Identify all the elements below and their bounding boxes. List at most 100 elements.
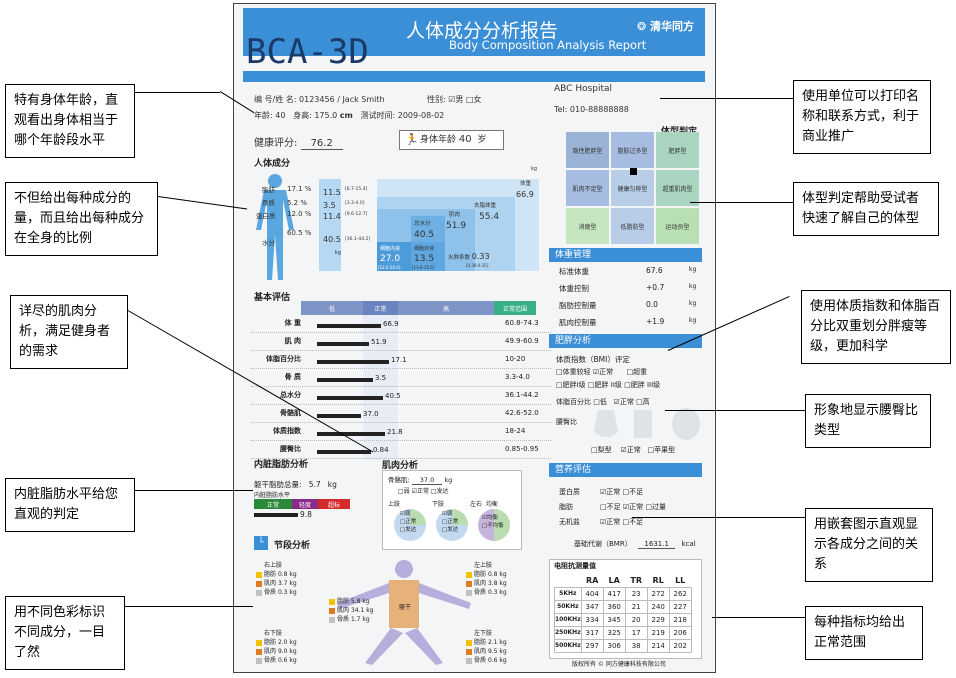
comp-pct-fat: 17.1 %: [287, 185, 312, 193]
bmi-opts-row2: □肥胖I级 □肥胖 II级 □肥胖 III级: [556, 381, 661, 389]
body-type-cell: 脂肪过多型: [611, 132, 654, 168]
whr-opts: □梨型 ☑正常 □苹果型: [591, 446, 676, 454]
imp-freq: 50KHz: [554, 599, 582, 614]
basic-eval-title: 基本评估: [254, 293, 291, 303]
muscle-bone: 骨骼肌: 37.0 kg: [388, 476, 453, 485]
nest-lean-value: 55.4: [479, 212, 500, 222]
age-row: 年龄: 40 身高: 175.0 cm 测试时间: 2009-08-02: [254, 111, 445, 120]
segment-rl-line: 骨质 0.6 kg: [256, 655, 297, 664]
impedance-title: 电阻抗测量值: [554, 562, 596, 570]
segment-ru-line: 骨质 0.3 kg: [256, 587, 297, 596]
report-sheet: 人体成分分析报告 Body Composition Analysis Repor…: [233, 3, 716, 673]
segment-tr-line: 骨质 1.7 kg: [329, 614, 370, 623]
leader-line: [690, 202, 793, 203]
comp-val-bone: 3.5: [323, 201, 336, 210]
report-header: [243, 8, 705, 56]
legend-swatch: [256, 589, 262, 596]
eval-row-label: 总水分: [280, 391, 301, 399]
imp-cell: 317: [580, 625, 604, 640]
legend-swatch: [256, 657, 262, 664]
hospital-tel: Tel: 010-88888888: [554, 105, 629, 114]
imp-cell: 20: [624, 612, 648, 627]
body-type-cell: 消瘦型: [566, 208, 609, 244]
imp-cell: 229: [646, 612, 670, 627]
visceral-scale-mild: 轻度: [292, 499, 318, 509]
eval-row-label: 骨 质: [284, 373, 301, 381]
comp-label-protein: 蛋白质: [256, 212, 276, 220]
eval-row-value: 66.9: [383, 320, 399, 328]
nest-water-label: 总水分: [414, 221, 431, 227]
id-name-value: 0123456 / Jack Smith: [299, 95, 385, 104]
nest-icf-value: 27.0: [380, 254, 401, 264]
imp-cell: 325: [602, 625, 626, 640]
imp-cell: 297: [580, 638, 604, 653]
eval-row-bar: [317, 324, 381, 328]
segment-ru-title: 右上肢: [264, 562, 283, 569]
eval-row-value: 21.8: [387, 428, 403, 436]
imp-cell: 202: [668, 638, 692, 653]
body-age-box: 🏃 身体年龄 40 岁: [399, 130, 504, 150]
muscle-pies: [394, 509, 510, 541]
eval-row-range: 0.85-0.95: [505, 445, 539, 453]
visceral-level-bar: [254, 513, 298, 517]
segment-rl-line: 肌肉 9.0 kg: [256, 646, 297, 655]
pie1-legend: ☑弱□正常□发达: [400, 511, 417, 533]
eval-row-bar: [317, 432, 385, 436]
callout-muscle: 详尽的肌肉分析，满足健身者的需求: [10, 295, 128, 369]
nest-muscle-label: 肌肉: [449, 212, 461, 218]
muscle-lower-label: 下肢: [432, 501, 445, 508]
comp-kg: kg: [335, 250, 342, 256]
legend-swatch: [256, 571, 262, 578]
segment-tr-line: 脂肪 5.8 kg: [329, 596, 370, 605]
leader-line: [665, 410, 805, 411]
visceral-level-value: 9.8: [300, 510, 312, 519]
imp-cell: 227: [668, 599, 692, 614]
nutrition-row-label: 脂肪: [559, 503, 573, 511]
legend-swatch: [256, 580, 262, 587]
eval-row-value: 51.9: [371, 338, 387, 346]
imp-freq: 250KHz: [554, 625, 582, 640]
eval-row-range: 10-20: [505, 355, 526, 363]
imp-cell: 334: [580, 612, 604, 627]
legend-swatch: [329, 598, 335, 605]
callout-hospital: 使用单位可以打印名称和联系方式，利于商业推广: [793, 80, 931, 154]
eval-row-bar: [317, 360, 389, 364]
nutrition-row-opts: □不足 ☑正常 □过量: [600, 503, 666, 511]
eval-header-low: 低: [301, 301, 363, 315]
body-type-cell: 隐性肥胖型: [566, 132, 609, 168]
weight-row-value: +1.9: [646, 317, 665, 326]
health-score: 健康评分: 76.2: [254, 134, 343, 150]
body-type-marker: [630, 168, 637, 175]
imp-col-header: RL: [652, 575, 664, 585]
footer-copyright: 版权所有 © 同方健康科技有限公司: [572, 661, 666, 668]
imp-col-header: TR: [630, 575, 642, 585]
eval-row-bar: [317, 396, 383, 400]
weight-mgmt-title: 体重管理: [549, 248, 702, 262]
nutrition-row-opts: ☑正常 □不足: [600, 488, 644, 496]
eval-row-bar: [317, 378, 373, 382]
nest-ecf-value: 13.5: [414, 254, 435, 264]
imp-freq: 500KHz: [554, 638, 582, 653]
imp-cell: 218: [668, 612, 692, 627]
whr-shapes: [594, 408, 700, 440]
nutrition-row-opts: ☑正常 □不足: [600, 518, 644, 526]
legend-swatch: [329, 607, 335, 614]
imp-cell: 262: [668, 586, 692, 601]
leader-line: [125, 606, 253, 607]
imp-cell: 240: [646, 599, 670, 614]
nest-ecf-label: 细胞外液: [414, 246, 435, 252]
segment-icon: └: [254, 536, 268, 550]
eval-header-high: 高: [398, 301, 494, 315]
imp-cell: 272: [646, 586, 670, 601]
imp-cell: 23: [624, 586, 648, 601]
segment-figure: [337, 560, 471, 665]
imp-cell: 206: [668, 625, 692, 640]
eval-row-label: 体 重: [284, 319, 301, 327]
callout-whr: 形象地显示腰臀比类型: [805, 394, 931, 448]
pie3-legend: ☑均衡□不均衡: [482, 515, 504, 529]
comp-pct-bone: 5.2 %: [287, 199, 308, 207]
eval-row-label: 骨骼肌: [280, 409, 301, 417]
